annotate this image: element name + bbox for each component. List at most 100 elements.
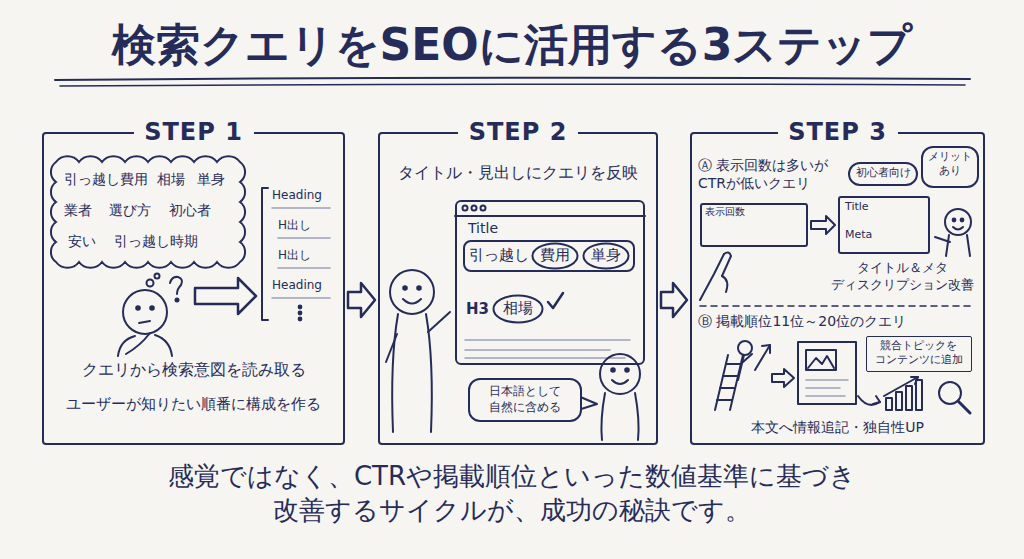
step-panel: STEP 2タイトル・見出しにクエリを反映TitleH3引っ越し費用単身相場日本… [378,132,658,445]
smiling-person [600,354,640,440]
keyword-circle: 単身 [582,242,630,270]
node-text: Ⓐ 表示回数は多いが CTRが低いクエリ [698,156,838,192]
growth-chart [906,386,912,410]
title-underline [60,84,965,86]
outline-label: H出し [278,248,311,264]
browser-bar [465,339,630,341]
node-text: タイトル＆メタ ディスクリプション改善 [822,260,982,294]
smiling-person [625,368,629,372]
node-text: 表示回数 [705,205,745,218]
presenter-person [961,219,964,222]
outline-bracket [262,188,330,320]
node-text: Meta [845,228,872,242]
step-heading: STEP 1 [134,117,254,148]
growth-chart [896,392,902,410]
ladder-climber [726,363,741,365]
node-text: メリット あり [921,150,979,179]
growth-chart [886,398,892,410]
pointing-person [392,314,398,432]
presenter-person [946,235,949,256]
node-text: 本文へ情報追記・独自性UP [692,418,983,436]
mini-card: 表示回数 [700,203,808,247]
pointing-person [386,270,450,432]
ladder-climber [738,341,752,355]
outline-bracket [299,306,302,309]
title-underline [55,78,970,80]
keyword-circle: 相場 [492,294,544,324]
growth-chart [884,377,918,396]
ladder-climber [755,345,770,370]
node-text: ユーザーが知りたい順番に構成を作る [46,395,341,415]
block-arrow [811,216,835,234]
title-underline [55,78,970,86]
node-text: 初心者 [169,201,211,219]
article-page [798,342,856,404]
thinking-person [155,274,160,279]
presenter-person [967,235,970,256]
node-text: 引っ越し時期 [114,232,198,250]
presenter-person [935,209,971,256]
browser-bar [472,206,477,211]
pointing-person [390,270,434,314]
node-text: Title [468,219,498,237]
node-text: 業者 [64,201,92,219]
presenter-person [953,227,963,230]
step1-arrow [195,278,256,314]
smiling-person [601,393,605,440]
note-box: 競合トピックを コンテンツに追加 [866,336,972,372]
outline-label: H出し [278,218,311,234]
speech-bubble: 初心者向け [848,162,918,186]
cloud-outline [51,156,245,268]
step1-arrow [195,278,256,314]
node-text: Title [845,200,869,214]
node-text: Ⓑ 掲載順位11位～20位のクエリ [698,312,982,330]
caption: 感覚ではなく、CTRや掲載順位といった数値基準に基づき 改善するサイクルが、成功… [92,460,932,528]
ladder-climber [723,375,738,377]
pointing-hand [700,254,724,300]
pointing-person [417,286,421,290]
thought-cloud: 引っ越し費用相場単身業者選び方初心者安い引っ越し時期 [46,152,250,272]
thinking-person [170,277,182,294]
ladder-climber [772,369,794,387]
browser-bar [463,206,468,211]
smiling-person [612,380,628,384]
outline-label: Heading [272,278,322,294]
pointing-person [386,334,397,362]
article-page [873,396,880,404]
step-heading: STEP 2 [458,117,578,148]
block-arrow [661,283,687,317]
article-page [858,396,880,405]
article-page [806,395,845,397]
growth-chart [958,401,970,413]
presenter-person [945,209,971,235]
growth-chart [916,380,922,410]
step-panel: STEP 3Ⓐ 表示回数は多いが CTRが低いクエリタイトル＆メタ ディスクリプ… [690,132,985,445]
thinking-person [150,306,154,310]
main-title: 検索クエリをSEOに活用する3ステップ [0,16,1024,73]
ladder-climber [743,354,752,362]
article-page [806,387,840,389]
presenter-person [935,237,950,242]
block-arrow [348,283,375,317]
pointing-hand [700,252,731,300]
keyword-circle: 費用 [531,242,579,270]
thinking-person [136,306,140,310]
thinking-person [155,335,172,356]
browser-bar [481,206,486,211]
speech-bubble: 日本語として 自然に含める [468,378,582,422]
smiling-person [611,368,615,372]
title-box: 引っ越し費用単身 [463,240,635,272]
ladder-climber [738,355,744,380]
outline-label: Heading [272,188,322,204]
growth-chart [884,377,970,413]
outline-bracket [272,207,330,209]
section-divider [700,305,975,307]
node-text: 相場 [492,299,544,319]
article-page [806,350,836,370]
thinking-person [126,333,150,354]
ladder-climber [715,341,794,410]
node-text: 引っ越し [469,246,529,266]
node-text: 初心者向け [848,166,918,180]
ladder-climber [720,387,735,389]
